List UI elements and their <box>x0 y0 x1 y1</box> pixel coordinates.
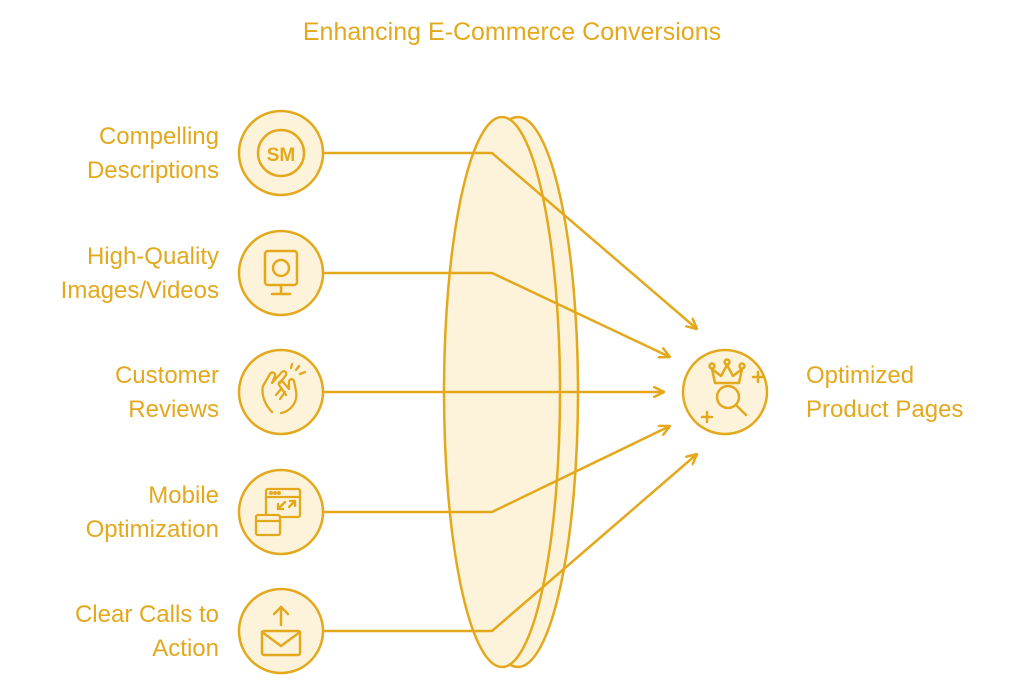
connector-descriptions <box>324 151 697 329</box>
label-descriptions-line-1: Compelling <box>98 123 219 150</box>
camera-icon <box>263 249 299 296</box>
label-media: High-Quality Images/Videos <box>0 240 219 308</box>
diagram-title: Enhancing E-Commerce Conversions <box>302 18 722 46</box>
node-media <box>237 229 325 317</box>
connector-mobile <box>324 426 670 514</box>
node-mobile <box>237 468 325 556</box>
label-cta: Clear Calls to Action <box>0 598 219 666</box>
label-reviews-line-2: Reviews <box>128 396 219 423</box>
node-reviews <box>237 348 325 436</box>
crown-magnifier-icon <box>700 358 765 424</box>
node-cta <box>237 587 325 675</box>
label-media-line-1: High-Quality <box>86 243 219 270</box>
node-descriptions: SM <box>237 109 325 197</box>
label-output-line-2: Product Pages <box>806 396 964 423</box>
label-reviews: Customer Reviews <box>0 359 219 427</box>
label-mobile: Mobile Optimization <box>0 479 219 547</box>
label-output: Optimized Product Pages <box>806 359 1021 427</box>
label-reviews-line-1: Customer <box>114 362 219 389</box>
svg-text:SM: SM <box>267 145 296 166</box>
label-mobile-line-2: Optimization <box>85 516 219 543</box>
label-media-line-2: Images/Videos <box>60 277 219 304</box>
envelope-upload-icon <box>260 605 302 657</box>
connector-media <box>324 271 670 357</box>
label-cta-line-1: Clear Calls to <box>74 601 219 628</box>
responsive-screens-icon <box>254 487 302 537</box>
node-output <box>681 348 769 436</box>
label-descriptions-line-2: Descriptions <box>86 157 219 184</box>
label-mobile-line-1: Mobile <box>148 482 219 509</box>
label-descriptions: Compelling Descriptions <box>0 120 219 188</box>
connectors <box>324 151 697 633</box>
clapping-hands-icon <box>261 362 307 415</box>
sm-badge-icon: SM <box>256 128 306 178</box>
label-cta-line-2: Action <box>152 635 219 662</box>
label-output-line-1: Optimized <box>806 362 915 389</box>
connector-cta <box>324 454 697 633</box>
